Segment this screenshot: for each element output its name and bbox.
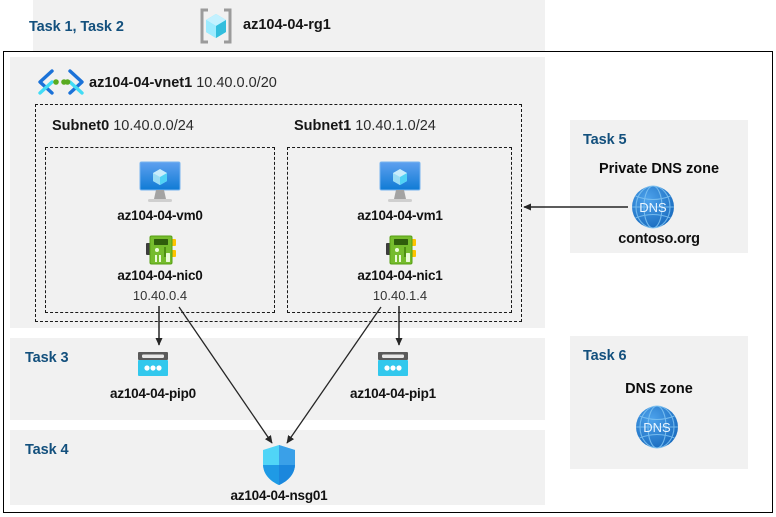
vm0-label: az104-04-vm0 (117, 208, 203, 223)
pip1-label: az104-04-pip1 (350, 386, 436, 401)
pip0-label: az104-04-pip0 (110, 386, 196, 401)
subnet0-dashed-boundary (45, 147, 275, 313)
network-interface-icon (144, 233, 178, 267)
public-ip-address-icon (376, 350, 410, 380)
subnet0-header: Subnet0 10.40.0.0/24 (52, 118, 194, 134)
private-dns-name: contoso.org (618, 231, 700, 247)
task-label-4: Task 4 (25, 442, 69, 458)
public-ip-band (10, 338, 545, 420)
vnet-dashed-boundary (35, 104, 522, 322)
nic0-label: az104-04-nic0 (117, 268, 203, 283)
virtual-machine-icon (134, 158, 186, 206)
dns-title: DNS zone (625, 381, 693, 397)
vm1-label: az104-04-vm1 (357, 208, 443, 223)
nsg-label: az104-04-nsg01 (230, 488, 328, 503)
task-label-1-2: Task 1, Task 2 (29, 19, 124, 35)
vnet-panel (10, 57, 545, 328)
nic1-ip: 10.40.1.4 (372, 288, 428, 303)
dns-icon-text: DNS (643, 420, 671, 435)
public-ip-address-icon (136, 350, 170, 380)
task-label-5: Task 5 (583, 132, 627, 148)
nic1-label: az104-04-nic1 (357, 268, 443, 283)
subnet1-header: Subnet1 10.40.1.0/24 (294, 118, 436, 134)
dns-zone-icon: DNS (633, 403, 681, 451)
virtual-network-icon (36, 68, 86, 96)
network-security-group-icon (261, 443, 297, 487)
task-label-6: Task 6 (583, 348, 627, 364)
private-dns-panel (570, 120, 748, 253)
resource-group-name: az104-04-rg1 (243, 17, 331, 33)
resource-group-icon (196, 7, 236, 45)
task-label-3: Task 3 (25, 350, 69, 366)
dns-icon-text: DNS (639, 200, 667, 215)
vnet-header: az104-04-vnet1 10.40.0.0/20 (89, 75, 277, 91)
dns-zone-icon: DNS (629, 183, 677, 231)
nic0-ip: 10.40.0.4 (132, 288, 188, 303)
virtual-machine-icon (374, 158, 426, 206)
network-interface-icon (384, 233, 418, 267)
private-dns-title: Private DNS zone (598, 161, 720, 177)
resource-group-band (33, 0, 545, 51)
